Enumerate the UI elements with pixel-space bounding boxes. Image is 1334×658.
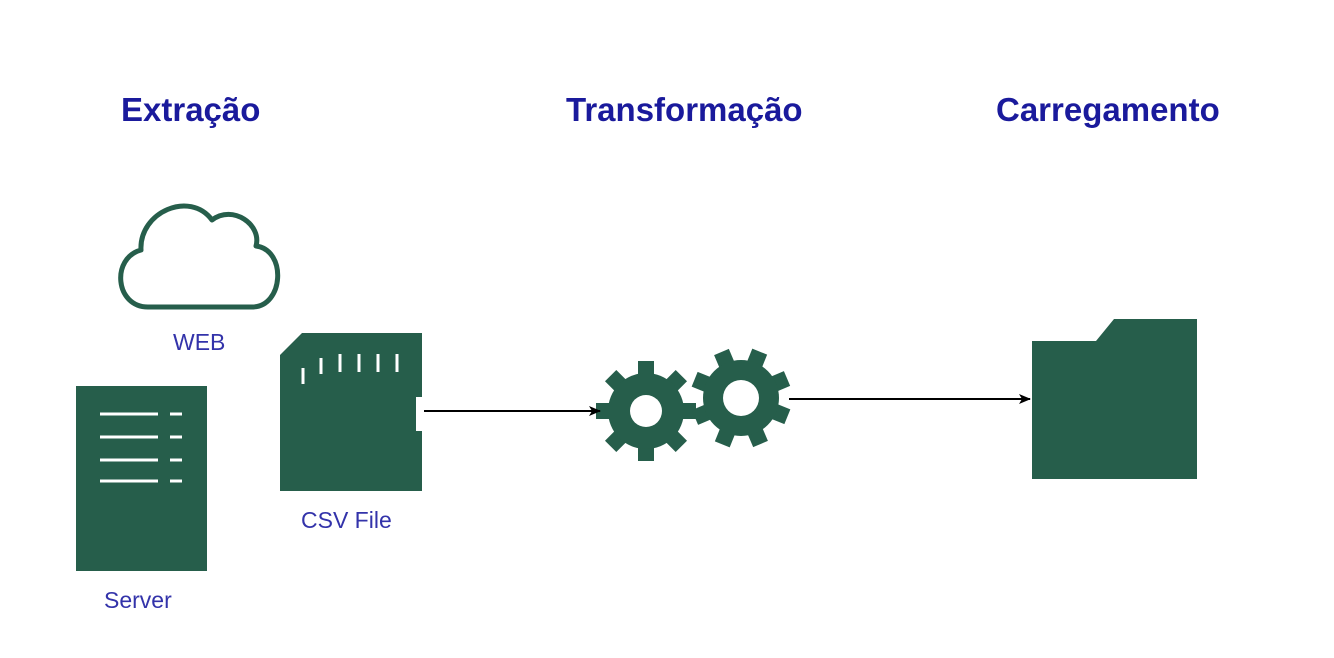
csv-file-label: CSV File	[301, 507, 392, 533]
cloud-icon	[118, 203, 281, 310]
server-label: Server	[104, 587, 172, 613]
web-label: WEB	[173, 329, 226, 355]
sd-card-icon	[280, 333, 422, 491]
stage-title-transformation: Transformação	[566, 91, 803, 128]
server-icon	[76, 386, 207, 571]
stage-title-extraction: Extração	[121, 91, 261, 128]
gears-icon	[596, 348, 791, 461]
folder-icon	[1032, 319, 1197, 479]
stage-title-loading: Carregamento	[996, 91, 1220, 128]
